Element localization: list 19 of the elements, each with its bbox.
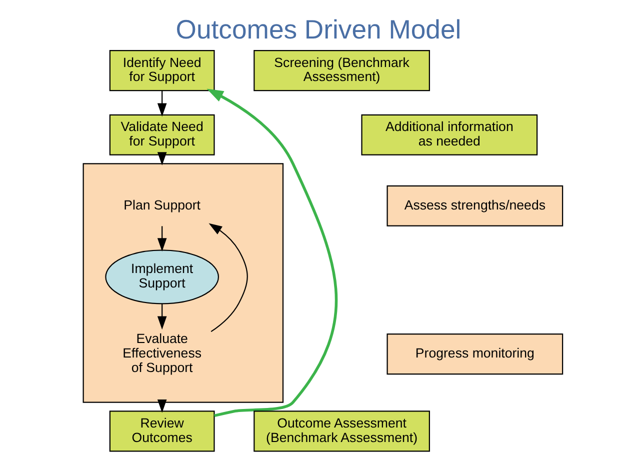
node-box: Additional information as needed (361, 114, 538, 156)
node-box: Screening (Benchmark Assessment) (254, 50, 430, 92)
node-box: Review Outcomes (109, 410, 215, 452)
node-text: Evaluate Effectiveness of Support (122, 331, 202, 375)
arrow (206, 88, 338, 418)
arrow (157, 399, 167, 413)
node-box: Progress monitoring (386, 334, 564, 375)
arrow (157, 304, 167, 330)
arrow (208, 223, 248, 332)
node-box: Outcome Assessment (Benchmark Assessment) (254, 410, 430, 452)
diagram-title: Outcomes Driven Model (176, 14, 462, 45)
node-box: Identify Need for Support (109, 50, 215, 92)
node-text: Plan Support (124, 197, 201, 212)
arrow (157, 152, 167, 166)
arrow (157, 226, 167, 252)
cluster (82, 163, 284, 403)
node-box: Assess strengths/needs (386, 185, 564, 226)
arrow (157, 90, 167, 117)
node-ellipse: Implement Support (105, 250, 220, 304)
